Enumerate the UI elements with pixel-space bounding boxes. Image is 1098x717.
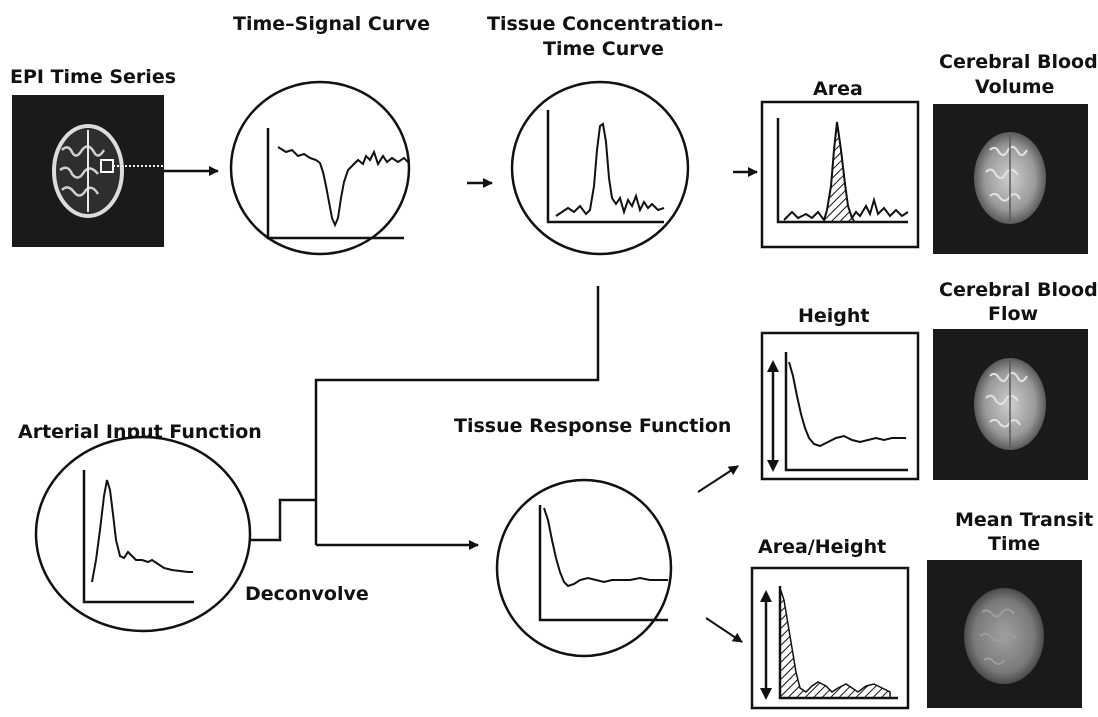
area-title: Area [813, 78, 863, 100]
aif-curve [91, 479, 193, 583]
arrow-trf-to-area-height [705, 617, 743, 643]
time-signal-curve [277, 146, 410, 228]
connector-aif-to-deconvolve [248, 498, 316, 542]
cbv-title-line2: Volume [975, 76, 1054, 98]
arrow-trf-to-height [697, 465, 739, 493]
height-axes [784, 352, 908, 472]
trf-circle [495, 478, 673, 658]
cbf-brain-image [933, 329, 1088, 480]
connector-conc-to-deconvolve [314, 286, 600, 545]
area-chart-box [760, 100, 920, 249]
time-signal-axes [266, 128, 404, 240]
tissue-conc-curve [555, 122, 665, 217]
cbv-brain-image [933, 104, 1088, 254]
area-height-axes [778, 586, 898, 700]
tissue-conc-axes [546, 110, 664, 224]
tissue-conc-title-line1: Tissue Concentration– [487, 13, 723, 35]
aif-circle [34, 435, 252, 633]
height-title: Height [798, 305, 870, 327]
tissue-conc-circle [510, 80, 690, 256]
area-axes [776, 118, 908, 224]
area-curve [783, 121, 909, 223]
mtt-brain-image [927, 560, 1082, 708]
cbf-title-line2: Flow [988, 303, 1038, 325]
aif-axes [82, 470, 194, 604]
time-signal-title: Time–Signal Curve [233, 13, 430, 35]
cbv-title-line1: Cerebral Blood [939, 51, 1098, 73]
trf-axes [538, 505, 668, 622]
height-chart-box [760, 331, 920, 481]
trf-curve [543, 507, 668, 588]
mtt-title-line2: Time [988, 533, 1040, 555]
epi-brain-image [12, 95, 164, 247]
area-height-hatched-fill [779, 587, 891, 699]
time-signal-circle [229, 80, 411, 256]
mtt-title-line1: Mean Transit [955, 509, 1093, 531]
trf-title: Tissue Response Function [454, 415, 731, 437]
tissue-conc-title-line2: Time Curve [543, 38, 664, 60]
epi-title: EPI Time Series [10, 66, 176, 88]
cbf-title-line1: Cerebral Blood [939, 279, 1098, 301]
area-height-title: Area/Height [758, 536, 886, 558]
deconvolve-label: Deconvolve [245, 583, 369, 605]
aif-title: Arterial Input Function [18, 421, 262, 443]
height-curve [788, 361, 906, 448]
area-height-chart-box [750, 566, 910, 710]
